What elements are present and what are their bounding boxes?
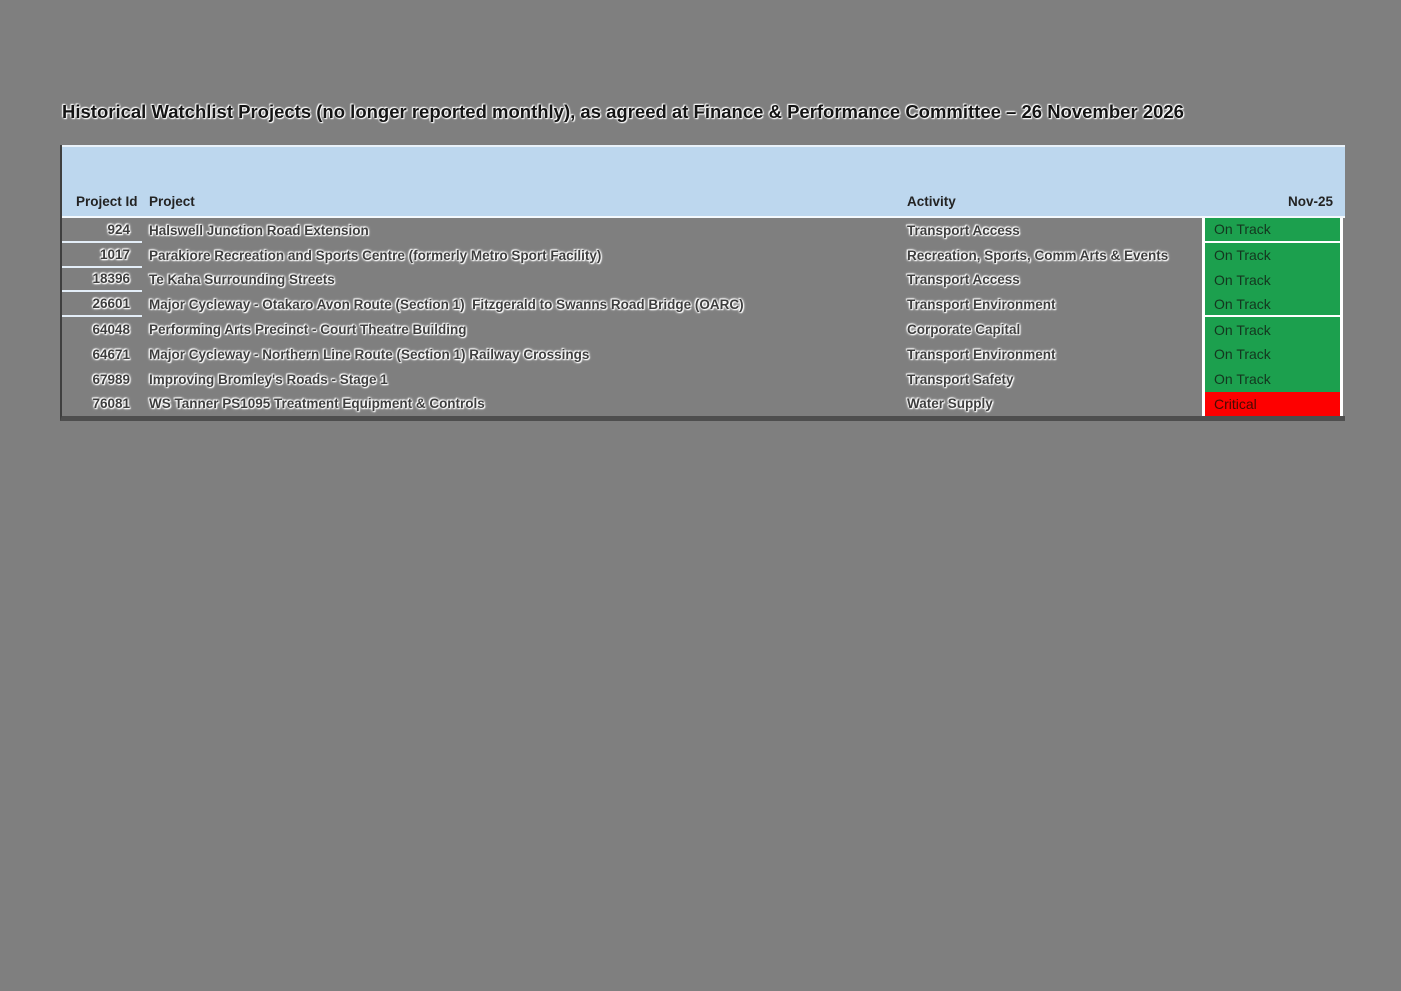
activity-cell: Transport Access [907, 222, 1020, 238]
col-header-project: Project [149, 193, 195, 209]
watchlist-table: Project Id Project Activity Nov-25 924 Ha… [60, 145, 1345, 422]
table-row: 64048 Performing Arts Precinct - Court Th… [62, 317, 1345, 342]
status-cell: On Track [1202, 218, 1343, 243]
project-name-cell: Major Cycleway - Otakaro Avon Route (Sec… [149, 297, 744, 313]
page-title: Historical Watchlist Projects (no longer… [62, 101, 1184, 122]
project-id-cell: 64671 [92, 346, 130, 362]
activity-cell: Transport Safety [907, 371, 1014, 387]
project-name-cell: Halswell Junction Road Extension [149, 222, 369, 238]
status-cell: Critical [1202, 391, 1343, 417]
activity-cell: Transport Access [907, 272, 1020, 288]
table-row: 76081 WS Tanner PS1095 Treatment Equipmen… [62, 391, 1345, 417]
table-row: 67989 Improving Bromley's Roads - Stage 1… [62, 366, 1345, 392]
project-id-cell: 924 [62, 218, 142, 243]
project-name-cell: Improving Bromley's Roads - Stage 1 [149, 371, 388, 387]
status-cell: On Track [1202, 366, 1343, 392]
status-cell: On Track [1202, 292, 1343, 318]
project-id-cell: 1017 [62, 243, 142, 268]
status-cell: On Track [1202, 242, 1343, 268]
col-header-month: Nov-25 [1287, 193, 1333, 209]
project-id-cell: 64048 [92, 322, 130, 338]
project-name-cell: Performing Arts Precinct - Court Theatre… [149, 322, 467, 338]
col-header-project-id: Project Id [76, 193, 138, 209]
table-header-row: Project Id Project Activity Nov-25 [62, 145, 1345, 218]
project-id-cell: 18396 [62, 268, 142, 293]
activity-cell: Transport Environment [907, 297, 1056, 313]
table-row: 924 Halswell Junction Road Extension Trans… [62, 218, 1345, 243]
activity-cell: Corporate Capital [907, 322, 1021, 338]
project-name-cell: Te Kaha Surrounding Streets [149, 272, 335, 288]
project-name-cell: WS Tanner PS1095 Treatment Equipment & C… [149, 396, 485, 412]
project-id-cell: 76081 [92, 396, 130, 412]
table-row: 18396 Te Kaha Surrounding Streets Transpor… [62, 267, 1345, 293]
status-cell: On Track [1202, 267, 1343, 293]
col-header-activity: Activity [907, 193, 956, 209]
activity-cell: Recreation, Sports, Comm Arts & Events [907, 247, 1169, 263]
status-cell: On Track [1202, 317, 1343, 342]
project-name-cell: Parakiore Recreation and Sports Centre (… [149, 247, 602, 263]
activity-cell: Transport Environment [907, 346, 1056, 362]
project-id-cell: 67989 [92, 371, 130, 387]
project-id-cell: 26601 [62, 292, 142, 318]
activity-cell: Water Supply [907, 396, 993, 412]
table-row: 1017 Parakiore Recreation and Sports Cent… [62, 242, 1345, 268]
project-name-cell: Major Cycleway - Northern Line Route (Se… [149, 346, 590, 362]
status-cell: On Track [1202, 341, 1343, 367]
table-row: 64671 Major Cycleway - Northern Line Rout… [62, 341, 1345, 367]
table-row: 26601 Major Cycleway - Otakaro Avon Route… [62, 292, 1345, 318]
